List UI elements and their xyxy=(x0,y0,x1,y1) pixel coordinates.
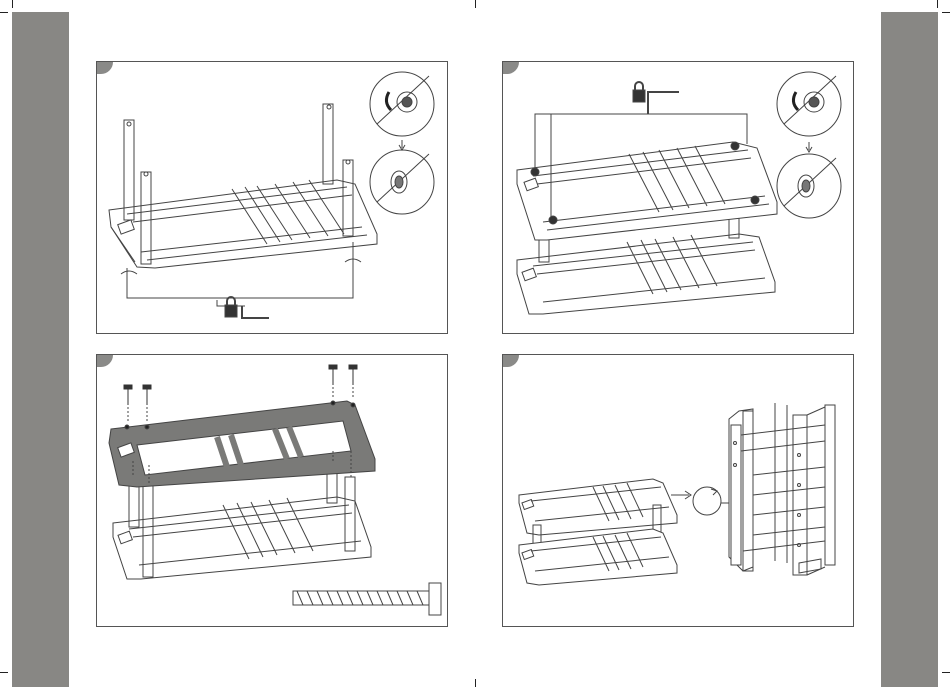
step-panel-4 xyxy=(502,354,854,627)
crop-mark xyxy=(12,0,13,8)
crop-mark xyxy=(0,12,8,13)
step-2-illustration xyxy=(503,62,854,334)
step-panel-2 xyxy=(502,61,854,334)
crop-mark xyxy=(0,672,8,673)
crop-mark xyxy=(475,679,476,687)
step-panel-1 xyxy=(96,61,448,334)
step-1-illustration xyxy=(97,62,448,334)
crop-mark xyxy=(942,12,950,13)
step-4-illustration xyxy=(503,355,854,627)
crop-mark xyxy=(475,0,476,8)
left-margin-band xyxy=(12,12,69,687)
step-3-illustration xyxy=(97,355,448,627)
step-panel-3 xyxy=(96,354,448,627)
crop-mark xyxy=(937,0,938,8)
right-margin-band xyxy=(881,12,938,687)
crop-mark xyxy=(942,672,950,673)
